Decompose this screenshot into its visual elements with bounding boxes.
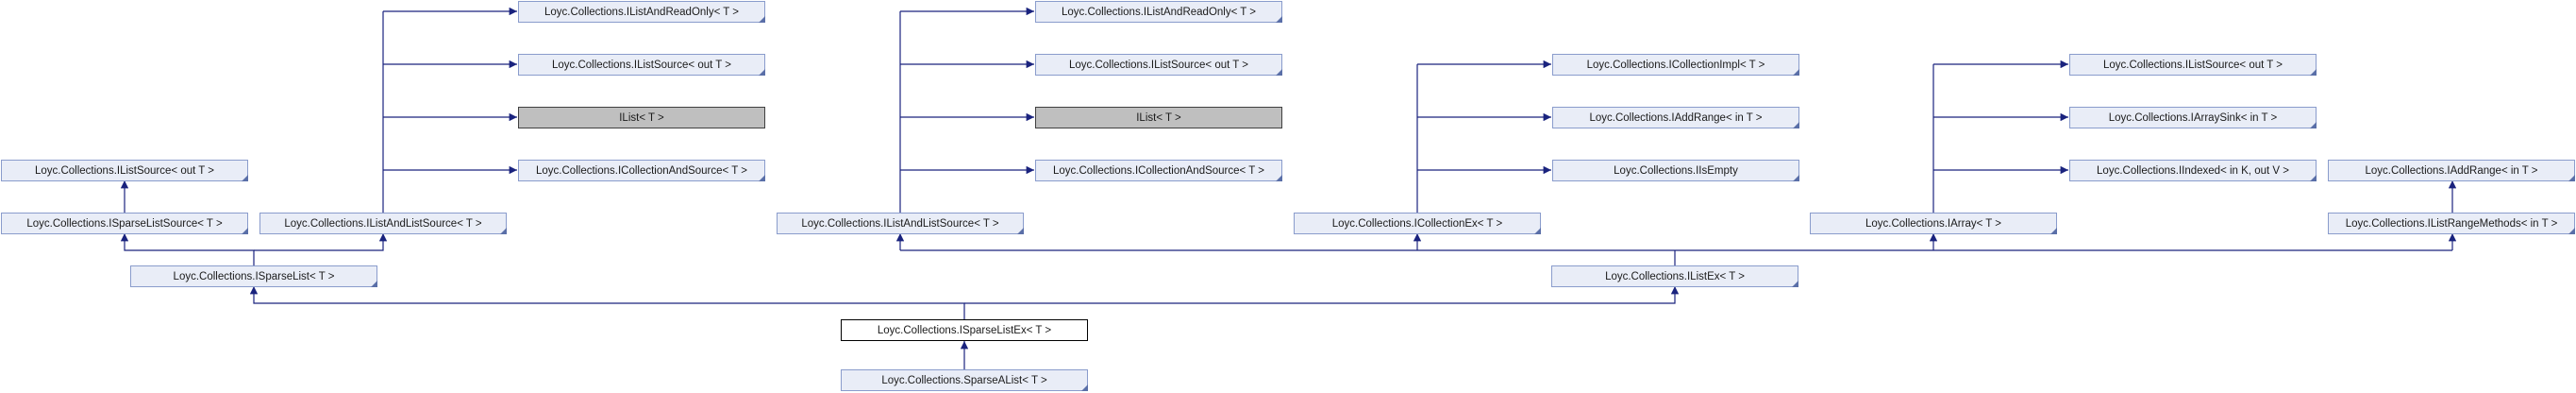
node-iaddrange-c3[interactable]: Loyc.Collections.IAddRange< in T > <box>1552 107 1799 128</box>
node-c2-ilistandreadonly[interactable]: Loyc.Collections.IListAndReadOnly< T > <box>1035 1 1282 23</box>
node-iindexed[interactable]: Loyc.Collections.IIndexed< in K, out V > <box>2069 160 2317 181</box>
node-ilistsource-c4[interactable]: Loyc.Collections.IListSource< out T > <box>2069 54 2317 76</box>
node-isparselistsource[interactable]: Loyc.Collections.ISparseListSource< T > <box>1 213 248 234</box>
node-ilistsource-left[interactable]: Loyc.Collections.IListSource< out T > <box>1 160 248 181</box>
node-c2-ilistsource[interactable]: Loyc.Collections.IListSource< out T > <box>1035 54 1282 76</box>
node-isparselist[interactable]: Loyc.Collections.ISparseList< T > <box>130 265 377 287</box>
node-icollectionex[interactable]: Loyc.Collections.ICollectionEx< T > <box>1294 213 1541 234</box>
node-ilistrangemethods[interactable]: Loyc.Collections.IListRangeMethods< in T… <box>2328 213 2575 234</box>
node-ilistex[interactable]: Loyc.Collections.IListEx< T > <box>1551 265 1798 287</box>
node-c2-ilist: IList< T > <box>1035 107 1282 128</box>
node-c1-ilistandlistsource[interactable]: Loyc.Collections.IListAndListSource< T > <box>259 213 507 234</box>
node-iaddrange-c5[interactable]: Loyc.Collections.IAddRange< in T > <box>2328 160 2575 181</box>
node-icollectionimpl[interactable]: Loyc.Collections.ICollectionImpl< T > <box>1552 54 1799 76</box>
node-c1-ilistsource[interactable]: Loyc.Collections.IListSource< out T > <box>518 54 765 76</box>
edge-isparselist-isparselistsource <box>120 233 255 265</box>
node-c2-icollectionandsource[interactable]: Loyc.Collections.ICollectionAndSource< T… <box>1035 160 1282 181</box>
node-c2-ilistandlistsource[interactable]: Loyc.Collections.IListAndListSource< T > <box>777 213 1024 234</box>
node-c1-ilistandreadonly[interactable]: Loyc.Collections.IListAndReadOnly< T > <box>518 1 765 23</box>
edge-isparselist-ilistandlistsource <box>254 233 388 251</box>
edge-isparselistex-ilistex <box>964 286 1680 304</box>
node-isempty[interactable]: Loyc.Collections.IIsEmpty <box>1552 160 1799 181</box>
node-sparsealist[interactable]: Loyc.Collections.SparseAList< T > <box>841 369 1088 391</box>
node-c1-ilist: IList< T > <box>518 107 765 128</box>
node-isparselistex: Loyc.Collections.ISparseListEx< T > <box>841 319 1088 341</box>
edge-isparselistex-isparselist <box>249 286 965 319</box>
node-iarraysink[interactable]: Loyc.Collections.IArraySink< in T > <box>2069 107 2317 128</box>
node-c1-icollectionandsource[interactable]: Loyc.Collections.ICollectionAndSource< T… <box>518 160 765 181</box>
node-iarray[interactable]: Loyc.Collections.IArray< T > <box>1810 213 2057 234</box>
